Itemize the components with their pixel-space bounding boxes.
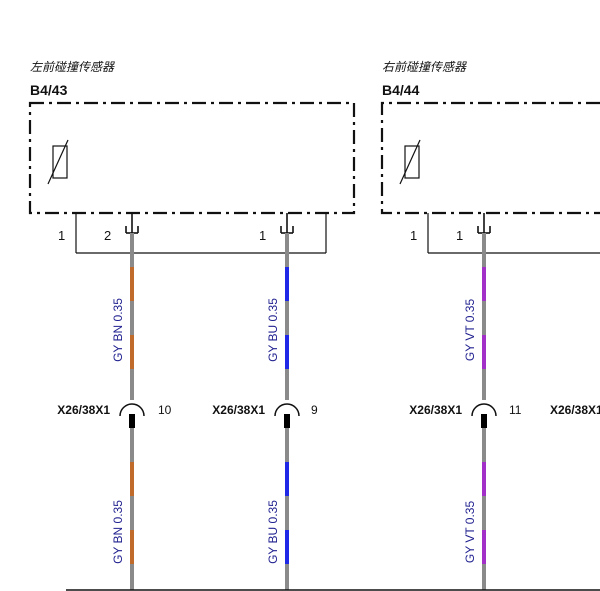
wire-label: GY BU 0.35 [266,298,280,362]
wire-label: GY BN 0.35 [111,500,125,564]
right-sensor-code: B4/44 [382,82,420,98]
left-sensor-pin: 1 [259,228,266,243]
right-sensor-pin: 1 [410,228,417,243]
connector-label: X26/38X1 [550,403,600,417]
left-sensor-symbol [47,139,69,185]
connector-label: X26/38X1 [409,403,462,417]
connector-pin-number: 9 [311,403,318,417]
connector-pin-icon [481,414,487,428]
wires-layer [130,233,486,590]
connector-x26-38x1-partial[interactable]: X26/38X1 [550,403,600,417]
connector-arc-icon [274,403,300,417]
connector-arc-icon [471,403,497,417]
connector-x26-38x1-pin10[interactable]: X26/38X1 10 [57,403,172,428]
right-sensor-name: 右前碰撞传感器 [382,60,467,74]
pin-terminal-icon [477,213,491,234]
left-sensor-pin: 2 [104,228,111,243]
right-sensor-box[interactable] [380,101,600,215]
connector-x26-38x1-pin9[interactable]: X26/38X1 9 [212,403,318,428]
left-sensor-bracket [75,213,327,254]
right-sensor-symbol [399,139,421,185]
pin-terminal-icon [125,213,139,234]
connector-label: X26/38X1 [212,403,265,417]
left-sensor-name: 左前碰撞传感器 [30,60,115,74]
connector-pin-icon [129,414,135,428]
connector-pin-number: 11 [509,403,522,417]
connector-x26-38x1-pin11[interactable]: X26/38X1 11 [409,403,522,428]
wire-label: GY BN 0.35 [111,298,125,362]
wire-label: GY VT 0.35 [463,299,477,362]
connector-pin-number: 10 [158,403,172,417]
left-sensor-box[interactable] [28,101,356,215]
right-sensor-pin: 1 [456,228,463,243]
wire-label: GY VT 0.35 [463,501,477,564]
wire-label: GY BU 0.35 [266,500,280,564]
connector-label: X26/38X1 [57,403,110,417]
pin-terminal-icon [280,213,294,234]
right-sensor-bracket [427,213,600,254]
connector-pin-icon [284,414,290,428]
connector-arc-icon [119,403,145,417]
left-sensor-code: B4/43 [30,82,68,98]
left-sensor-pin: 1 [58,228,65,243]
